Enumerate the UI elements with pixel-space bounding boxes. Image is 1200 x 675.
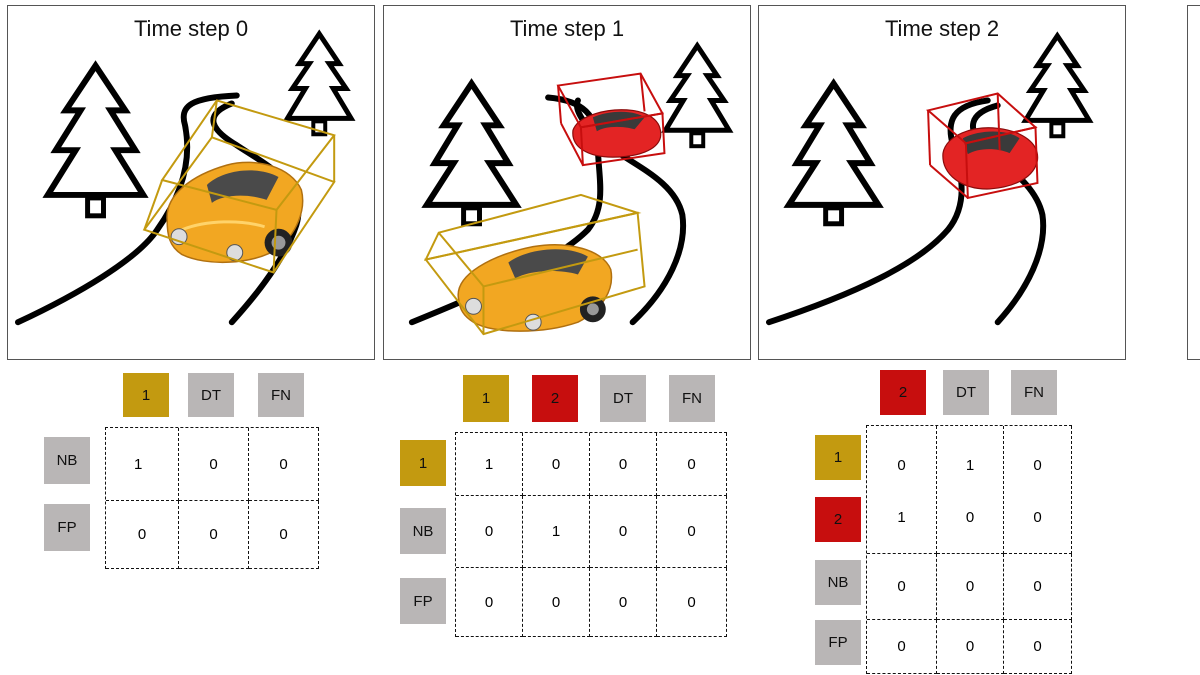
scene-time-step-2: Time step 2 <box>758 5 1126 360</box>
matrix-cell: 0 <box>1004 620 1072 674</box>
column-header: 1 <box>463 375 509 422</box>
tree-icon <box>661 41 734 149</box>
matrix-cell: 0 <box>867 554 937 620</box>
row-header: NB <box>815 560 861 605</box>
matrix-cell-group: 0 1 <box>867 426 937 554</box>
association-matrix: 1 0 0 0 0 0 <box>105 427 319 569</box>
column-header: 2 <box>532 375 578 422</box>
column-header: FN <box>1011 370 1057 415</box>
row-header: FP <box>400 578 446 624</box>
row-header: NB <box>44 437 90 484</box>
matrix-cell: 0 <box>249 428 319 501</box>
bounding-box <box>925 92 1039 200</box>
bounding-box <box>142 99 336 274</box>
matrix-cell-group: 0 0 <box>1004 426 1072 554</box>
matrix-cell: 1 <box>897 508 906 526</box>
car-icon <box>572 109 662 158</box>
matrix-cell: 1 <box>965 457 975 475</box>
row-header: NB <box>400 508 446 554</box>
association-matrix: 1 0 0 0 0 1 0 0 0 0 0 0 <box>455 432 727 637</box>
tree-icon <box>1021 31 1094 139</box>
matrix-cell: 0 <box>590 433 657 496</box>
matrix-cell: 0 <box>937 554 1004 620</box>
scene-illustration <box>765 31 1094 326</box>
scene-time-step-1: Time step 1 <box>383 5 751 360</box>
row-header: FP <box>44 504 90 551</box>
scene-time-step-0: Time step 0 <box>7 5 375 360</box>
column-header: FN <box>258 373 304 417</box>
matrix-cell: 0 <box>106 501 179 569</box>
matrix-cell: 0 <box>179 501 249 569</box>
column-header: 2 <box>880 370 926 415</box>
matrix-cell: 0 <box>1033 457 1042 475</box>
row-header: 1 <box>400 440 446 486</box>
scene-illustration <box>408 41 734 336</box>
scene-title: Time step 2 <box>884 16 1000 41</box>
bounding-box <box>424 193 646 336</box>
matrix-cell: 0 <box>937 620 1004 674</box>
matrix-cell-group: 1 0 <box>937 426 1004 554</box>
matrix-cell: 0 <box>523 433 590 496</box>
matrix-cell: 0 <box>1004 554 1072 620</box>
matrix-cell: 0 <box>590 568 657 637</box>
matrix-cell: 0 <box>867 620 937 674</box>
matrix-cell: 0 <box>1033 508 1042 526</box>
matrix-cell: 1 <box>106 428 179 501</box>
scene-title: Time step 0 <box>133 16 249 41</box>
matrix-cell: 0 <box>523 568 590 637</box>
tree-icon <box>783 78 884 227</box>
row-header: FP <box>815 620 861 665</box>
matrix-cell: 0 <box>965 508 975 526</box>
column-header: FN <box>669 375 715 422</box>
matrix-cell: 0 <box>657 568 727 637</box>
tree-icon <box>421 78 522 227</box>
column-header: DT <box>188 373 234 417</box>
matrix-cell: 0 <box>897 457 906 475</box>
matrix-cell: 0 <box>456 568 523 637</box>
matrix-cell: 0 <box>657 433 727 496</box>
row-header: 2 <box>815 497 861 542</box>
scene-illustration <box>14 29 356 326</box>
matrix-cell: 1 <box>523 496 590 568</box>
matrix-cell: 0 <box>179 428 249 501</box>
matrix-cell: 0 <box>456 496 523 568</box>
matrix-cell: 0 <box>590 496 657 568</box>
column-header: 1 <box>123 373 169 417</box>
bounding-box <box>556 72 666 167</box>
tree-icon <box>42 60 149 219</box>
scene-cropped <box>1187 5 1200 360</box>
matrix-cell: 1 <box>456 433 523 496</box>
matrix-cell: 0 <box>657 496 727 568</box>
column-header: DT <box>600 375 646 422</box>
matrix-cell: 0 <box>249 501 319 569</box>
scene-title: Time step 1 <box>509 16 625 41</box>
association-matrix: 0 1 1 0 0 0 0 0 0 0 0 0 <box>866 425 1072 674</box>
car-icon <box>166 161 304 264</box>
column-header: DT <box>943 370 989 415</box>
tree-icon <box>283 29 356 137</box>
row-header: 1 <box>815 435 861 480</box>
